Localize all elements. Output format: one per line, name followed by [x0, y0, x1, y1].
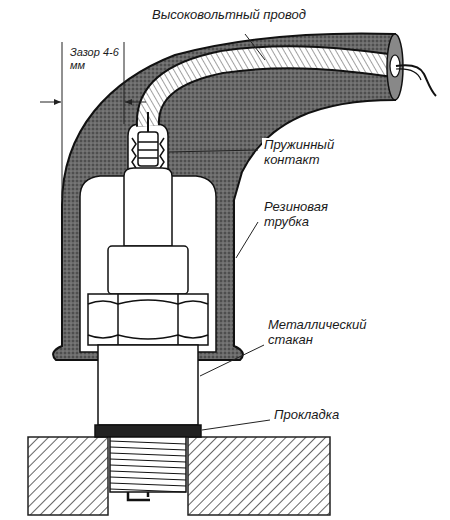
part-label: Пружинный контакт — [262, 138, 376, 168]
thread-line — [110, 465, 186, 468]
part-label: Прокладка — [272, 408, 341, 423]
gap-dimension — [40, 42, 146, 198]
cylinder-head — [28, 437, 330, 515]
thread-line — [110, 471, 186, 474]
thread-line — [110, 441, 186, 444]
cable-core — [148, 34, 436, 126]
part-label: Резиновая трубка — [262, 200, 376, 230]
rubber-cap — [53, 33, 395, 360]
thread-lines — [110, 441, 186, 492]
gap-dimension-label: Зазор 4-6 мм — [68, 46, 124, 71]
part-label: Металлический стакан — [266, 318, 390, 348]
thread-line — [110, 459, 186, 462]
spark-plug — [88, 112, 208, 500]
thread-line — [110, 483, 186, 486]
thread-line — [110, 447, 186, 450]
thread-line — [110, 477, 186, 480]
thread-line — [110, 489, 186, 492]
thread-line — [110, 453, 186, 456]
wire-label: Высоковольтный провод — [150, 8, 308, 23]
leader-lines — [168, 34, 270, 430]
